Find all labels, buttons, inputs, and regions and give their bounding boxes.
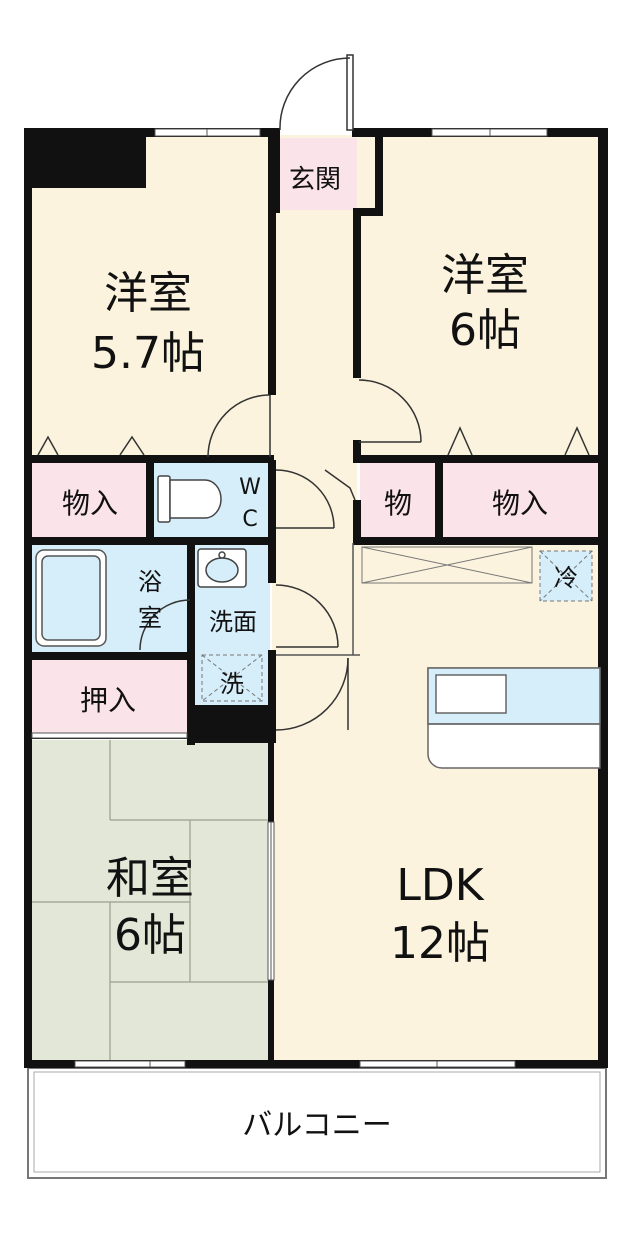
fridge-label: 冷 <box>554 564 578 592</box>
oshiire-floor <box>30 660 188 738</box>
western-right-size: 6帖 <box>449 305 521 356</box>
washroom-label: 洗面 <box>209 608 257 636</box>
entrance-floor <box>278 138 358 210</box>
balcony-area <box>27 1067 607 1179</box>
windows <box>31 128 548 1068</box>
doors <box>37 54 590 731</box>
balcony-label: バルコニー <box>242 1108 391 1143</box>
ldk-size: 12帖 <box>390 918 490 969</box>
wash-basin-icon <box>197 548 247 588</box>
western-left-name: 洋室 <box>104 268 192 319</box>
western-room-left-floor <box>30 135 272 460</box>
western-right-name: 洋室 <box>441 250 529 301</box>
closet-left-floor <box>30 462 147 537</box>
ldk-name: LDK <box>396 860 484 911</box>
wc-label-c: C <box>242 507 257 532</box>
western-room-right-floor <box>357 135 601 460</box>
toilet-icon <box>157 475 222 523</box>
washer-label: 洗 <box>220 670 244 698</box>
closet-right-floor <box>441 462 601 537</box>
wc-label-w: W <box>239 475 261 500</box>
western-left-size: 5.7帖 <box>91 328 205 379</box>
japanese-room-size: 6帖 <box>114 910 186 961</box>
tatami-lines <box>30 740 270 1065</box>
bath-label-1: 浴 <box>138 568 162 596</box>
kitchen-counter-icon <box>427 667 601 769</box>
ldk-floor <box>272 540 601 1065</box>
fridge-space-icon <box>539 550 593 602</box>
closet-right-small-floor <box>360 462 435 537</box>
bath-label-2: 室 <box>138 604 162 632</box>
closet-right-label: 物入 <box>492 487 548 520</box>
entrance-label: 玄関 <box>289 165 341 195</box>
washer-space-icon <box>201 654 263 702</box>
oshiire-label: 押入 <box>80 684 136 717</box>
cupboard-cross <box>361 546 533 584</box>
closet-left-label: 物入 <box>62 487 118 520</box>
closet-right-small-label: 物 <box>384 487 412 520</box>
japanese-room-name: 和室 <box>106 853 194 904</box>
bathtub-icon <box>35 549 107 647</box>
